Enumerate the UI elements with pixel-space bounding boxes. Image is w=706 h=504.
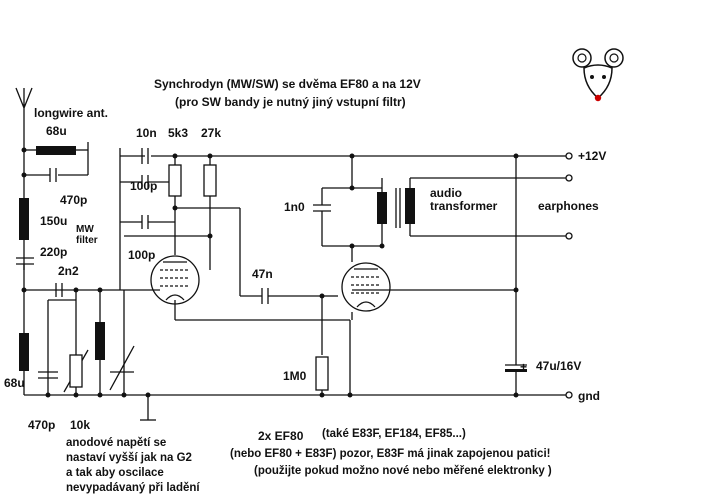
- label-27k: 27k: [201, 126, 222, 140]
- resistor-27k: [203, 164, 217, 197]
- label-electrolytic: 47u/16V: [536, 359, 582, 373]
- label-68u-bottom: 68u: [4, 376, 25, 390]
- transformer-secondary: [405, 188, 415, 224]
- label-2n2: 2n2: [58, 264, 79, 278]
- tubes: [150, 255, 391, 312]
- terminal-earphone-1: [565, 174, 573, 182]
- tube-warning-note: (nebo EF80 + E83F) pozor, E83F má jinak …: [230, 448, 551, 460]
- label-100p-b: 100p: [128, 248, 156, 262]
- tube-ef80-1: [150, 255, 200, 305]
- antenna-icon: [15, 87, 33, 120]
- mouse-nose: [594, 94, 602, 102]
- label-100p-a: 100p: [130, 179, 158, 193]
- title-line1: Synchrodyn (MW/SW) se dvěma EF80 a na 12…: [154, 77, 421, 91]
- label-audio-transformer: audio transformer: [430, 186, 498, 213]
- label-5k3: 5k3: [168, 126, 189, 140]
- label-12v: +12V: [578, 149, 607, 163]
- tube-advice-note: (použijte pokud možno nové nebo měřené e…: [254, 465, 552, 477]
- label-10n: 10n: [136, 126, 157, 140]
- transformer-primary: [377, 192, 387, 224]
- label-tubes-alt: (také E83F, EF184, EF85...): [322, 428, 466, 440]
- inductor-68u-top: [36, 146, 76, 155]
- label-mw-filter: MW filter: [76, 224, 98, 246]
- mouse-face-icon: [572, 48, 624, 102]
- label-150u: 150u: [40, 214, 68, 228]
- junctions: [21, 147, 519, 398]
- inductor-g2: [95, 322, 105, 360]
- label-220p: 220p: [40, 245, 68, 259]
- label-electrolytic-plus: +: [520, 360, 528, 374]
- inductor-150u: [19, 198, 29, 240]
- anode-voltage-note: anodové napětí se nastaví vyšší jak na G…: [66, 437, 200, 494]
- resistor-10k: [69, 354, 83, 388]
- tube-ef80-2: [341, 262, 391, 312]
- potentiometer-1m0: [315, 356, 329, 391]
- label-gnd: gnd: [578, 389, 600, 403]
- terminal-gnd: [565, 391, 573, 399]
- inductors: [19, 146, 415, 371]
- label-470p-top: 470p: [60, 193, 88, 207]
- label-tubes: 2x EF80: [258, 429, 304, 443]
- inductor-68u-bottom: [19, 333, 29, 371]
- title-line2: (pro SW bandy je nutný jiný vstupní filt…: [175, 95, 406, 109]
- terminals: [565, 152, 573, 399]
- label-10k: 10k: [70, 418, 91, 432]
- label-1m0: 1M0: [283, 369, 307, 383]
- label-68u-top: 68u: [46, 124, 67, 138]
- resistors: [69, 164, 329, 391]
- label-antenna: longwire ant.: [34, 106, 109, 120]
- electrolytic-plate: [505, 369, 527, 372]
- label-earphones: earphones: [538, 199, 599, 213]
- terminal-earphone-2: [565, 232, 573, 240]
- capacitors: [49, 168, 134, 373]
- resistor-5k3: [168, 164, 182, 197]
- label-47n: 47n: [252, 267, 273, 281]
- terminal-12v: [565, 152, 573, 160]
- label-1n0: 1n0: [284, 200, 305, 214]
- label-470p-bottom: 470p: [28, 418, 56, 432]
